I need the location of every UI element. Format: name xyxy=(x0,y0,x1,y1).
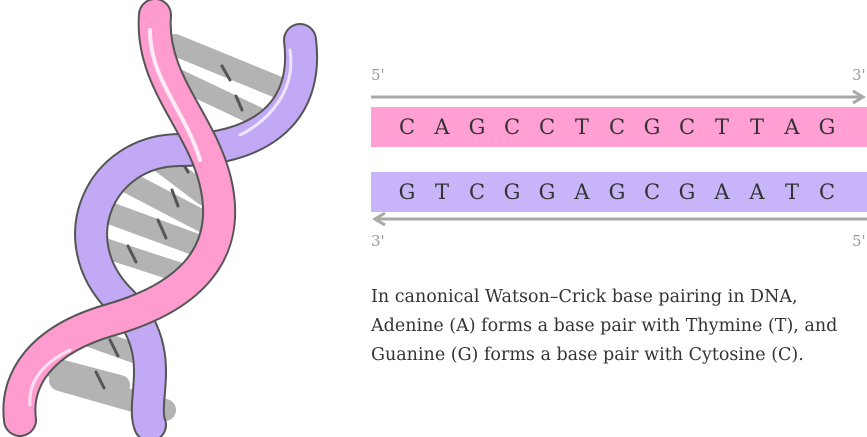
base-pairing-caption: In canonical Watson–Crick base pairing i… xyxy=(371,283,867,370)
bottom_strand-base: T xyxy=(778,180,806,204)
top-three-prime-label: 3' xyxy=(852,66,866,84)
bottom_strand-base: C xyxy=(463,180,491,204)
caption-line-1: In canonical Watson–Crick base pairing i… xyxy=(371,283,867,312)
left-arrow-icon xyxy=(371,212,867,226)
bottom_strand-base: A xyxy=(743,180,771,204)
top_strand-base: G xyxy=(813,115,841,139)
top-five-prime-label: 5' xyxy=(371,66,385,84)
top_strand-base: T xyxy=(708,115,736,139)
bottom_strand-base: G xyxy=(393,180,421,204)
bottom_strand-base: G xyxy=(673,180,701,204)
top_strand-base: G xyxy=(638,115,666,139)
bottom-three-prime-label: 3' xyxy=(371,232,385,250)
top_strand-base: C xyxy=(533,115,561,139)
top_strand-base: A xyxy=(778,115,806,139)
top_strand-base: C xyxy=(393,115,421,139)
bottom_strand-base: A xyxy=(708,180,736,204)
caption-line-2: Adenine (A) forms a base pair with Thymi… xyxy=(371,312,867,341)
bottom_strand-base: G xyxy=(498,180,526,204)
top_strand-base: G xyxy=(463,115,491,139)
bottom-five-prime-label: 5' xyxy=(852,232,866,250)
top_strand-base: C xyxy=(498,115,526,139)
bottom_strand-base: A xyxy=(568,180,596,204)
top_strand-base: C xyxy=(603,115,631,139)
bottom_strand-base: C xyxy=(813,180,841,204)
caption-line-3: Guanine (G) forms a base pair with Cytos… xyxy=(371,341,867,370)
top_strand-base: C xyxy=(673,115,701,139)
bottom_strand-base: G xyxy=(533,180,561,204)
top_strand-base: T xyxy=(743,115,771,139)
bottom_strand-base: G xyxy=(603,180,631,204)
right-arrow-icon xyxy=(371,90,867,104)
dna-helix-icon xyxy=(0,0,340,437)
top_strand-base: A xyxy=(428,115,456,139)
top_strand-base: T xyxy=(568,115,596,139)
bottom_strand-base: C xyxy=(638,180,666,204)
bottom_strand-base: T xyxy=(428,180,456,204)
